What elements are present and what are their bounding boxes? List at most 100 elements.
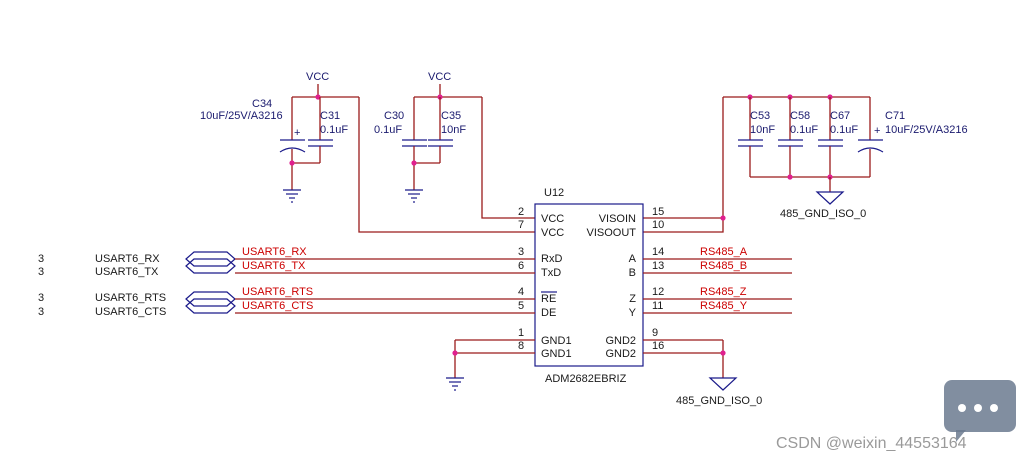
pin-number: 7 [518, 219, 524, 231]
pin-number: 8 [518, 340, 524, 352]
c71-value: 10uF/25V/A3216 [885, 124, 968, 136]
ic-ref: U12 [544, 187, 564, 199]
port-name: USART6_RTS [95, 292, 166, 304]
c35-ref: C35 [441, 110, 461, 122]
pin-number: 10 [652, 219, 664, 231]
net-label: RS485_A [700, 246, 748, 258]
port-arrow [185, 258, 236, 274]
port-name: USART6_CTS [95, 306, 166, 318]
cap-group-middle: VCC C30 0.1uF C35 10nF [374, 71, 482, 203]
port-sheet: 3 [38, 292, 44, 304]
pin-name: RE [541, 293, 556, 305]
c58-value: 0.1uF [790, 124, 818, 136]
junction [452, 350, 458, 356]
pin-name: VCC [541, 213, 564, 225]
pin-number: 5 [518, 300, 524, 312]
gnd2-net: 485_GND_ISO_0 [643, 339, 762, 407]
wire-vcc-pin2 [481, 97, 535, 219]
c67-value: 0.1uF [830, 124, 858, 136]
pin-name: GND2 [605, 348, 636, 360]
pin-number: 13 [652, 260, 664, 272]
pin-name: VCC [541, 227, 564, 239]
svg-text:+: + [294, 127, 300, 139]
wire-visoout [643, 218, 724, 233]
net-label: USART6_CTS [242, 300, 313, 312]
c34-value: 10uF/25V/A3216 [200, 110, 283, 122]
junction [315, 94, 321, 100]
pin-number: 14 [652, 246, 664, 258]
ic-part: ADM2682EBRIZ [545, 373, 627, 385]
pin-number: 6 [518, 260, 524, 272]
junction [720, 350, 726, 356]
net-label: USART6_RTS [242, 286, 313, 298]
port-arrow [185, 298, 236, 314]
junction [787, 174, 793, 180]
pin-name: GND2 [605, 335, 636, 347]
pin-name: Y [629, 307, 637, 319]
pin-name: B [629, 267, 636, 279]
port-sheet: 3 [38, 306, 44, 318]
c35-value: 10nF [441, 124, 466, 136]
iso-ground-symbol [815, 191, 845, 205]
gnd1-net [446, 339, 535, 391]
net-label: RS485_Y [700, 300, 748, 312]
pin-name: DE [541, 307, 556, 319]
pin-name: GND1 [541, 348, 572, 360]
pin-name: RxD [541, 253, 562, 265]
pin-name: GND1 [541, 335, 572, 347]
cap-group-right: + 485_GND_ISO_0 C53 10nF C58 0.1uF C67 0… [723, 94, 968, 220]
watermark-text: CSDN @weixin_44553164 [776, 435, 967, 452]
left-signals: 3 3 3 3 USART6_RX USART6_TX USART6_RTS U… [38, 246, 535, 318]
svg-text:+: + [874, 125, 880, 137]
c71-ref: C71 [885, 110, 905, 122]
vcc-label-2: VCC [428, 71, 451, 83]
pin-number: 4 [518, 286, 524, 298]
junction [411, 160, 417, 166]
c53-ref: C53 [750, 110, 770, 122]
wire-vcc-pin7 [358, 97, 535, 233]
junction [720, 215, 726, 221]
c30-value: 0.1uF [374, 124, 402, 136]
pin-name: A [629, 253, 637, 265]
net-label: USART6_TX [242, 260, 306, 272]
net-label: RS485_Z [700, 286, 747, 298]
pin-number: 15 [652, 206, 664, 218]
iso-ground-label-top: 485_GND_ISO_0 [780, 208, 866, 220]
port-name: USART6_TX [95, 266, 159, 278]
ic-u12: U12 ADM2682EBRIZ VCC VCC RxD TxD RE DE G… [518, 187, 664, 385]
pin-number: 16 [652, 340, 664, 352]
c30-ref: C30 [384, 110, 404, 122]
capacitor-c71-curve [857, 147, 884, 153]
cap-group-left: VCC + C34 10uF/25V/A3216 C31 0.1uF [200, 71, 359, 203]
port-sheet: 3 [38, 266, 44, 278]
iso-ground-symbol [708, 377, 738, 391]
pin-number: 1 [518, 327, 524, 339]
c31-value: 0.1uF [320, 124, 348, 136]
pin-name: TxD [541, 267, 561, 279]
port-name: USART6_RX [95, 253, 160, 265]
c34-ref: C34 [252, 98, 272, 110]
pin-name: Z [629, 293, 636, 305]
c31-ref: C31 [320, 110, 340, 122]
pin-number: 2 [518, 206, 524, 218]
pin-number: 12 [652, 286, 664, 298]
right-signals: RS485_A RS485_B RS485_Z RS485_Y [643, 246, 792, 314]
vcc-label-1: VCC [306, 71, 329, 83]
watermark: CSDN @weixin_44553164 [776, 380, 1016, 452]
iso-ground-label-bottom: 485_GND_ISO_0 [676, 395, 762, 407]
pin-name: VISOIN [599, 213, 636, 225]
port-sheet: 3 [38, 253, 44, 265]
c53-value: 10nF [750, 124, 775, 136]
ic-body [534, 203, 644, 367]
capacitor-c34-curve [279, 147, 306, 153]
pin-number: 11 [652, 300, 663, 312]
net-label: RS485_B [700, 260, 747, 272]
wire-visoin [643, 97, 724, 219]
c58-ref: C58 [790, 110, 810, 122]
junction [289, 160, 295, 166]
pin-name: VISOOUT [586, 227, 636, 239]
pin-number: 9 [652, 327, 658, 339]
pin-number: 3 [518, 246, 524, 258]
net-label: USART6_RX [242, 246, 307, 258]
